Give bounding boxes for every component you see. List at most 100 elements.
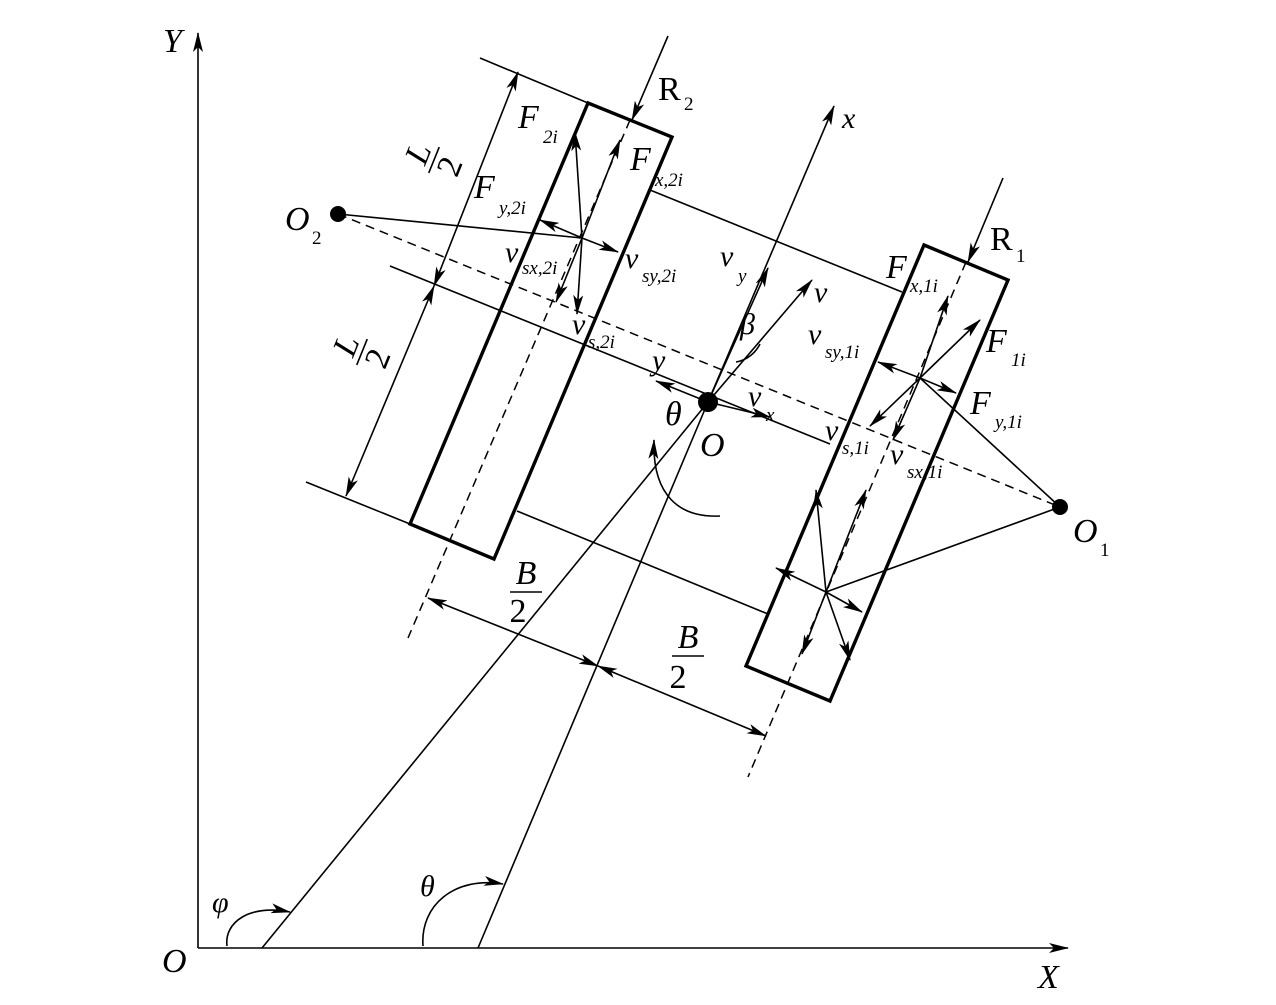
beta-arc	[735, 343, 761, 363]
theta-center-label: θ	[665, 396, 682, 433]
velocity-vx-arrow	[707, 401, 771, 418]
turn-center-o2-sub: 2	[312, 228, 322, 249]
force-fx1i-base: F	[885, 249, 908, 286]
radius-o2-to-element	[337, 213, 583, 239]
left-track-centerline	[407, 119, 631, 639]
velocity-vsy1i-sub: sy,1i	[825, 342, 859, 363]
track-rear-connector	[516, 510, 769, 615]
velocity-vs2i-arrow	[573, 237, 584, 315]
x-axis-label: X	[1036, 959, 1060, 996]
force-fy2i-sub: y,2i	[497, 198, 526, 219]
force-fy1i-sub: y,1i	[993, 412, 1022, 433]
resistance-r2-arrow	[631, 35, 669, 121]
vehicle-x-axis	[707, 105, 835, 403]
resistance-r1-base: R	[990, 221, 1013, 258]
radius-o1-to-front-element	[919, 377, 1061, 508]
turn-center-o1-base: O	[1073, 513, 1098, 550]
force-f2i-sub: 2i	[543, 127, 558, 148]
right-rear-element-vectors	[775, 489, 867, 661]
svg-text:B: B	[516, 555, 537, 592]
turn-center-o1-sub: 1	[1100, 540, 1110, 561]
svg-text:2: 2	[430, 152, 471, 182]
label-half-width-right: B 2	[670, 619, 704, 696]
force-fy2i-base: F	[473, 169, 496, 206]
turn-center-o2-base: O	[285, 201, 310, 238]
phi-ray	[261, 401, 709, 949]
dim-half-width-left	[427, 597, 599, 667]
left-element-vectors	[539, 131, 621, 315]
phi-label: φ	[212, 886, 229, 919]
theta-ray	[477, 401, 709, 949]
force-fy1i-arrow	[919, 377, 957, 394]
label-half-width-left: B 2	[510, 555, 542, 630]
velocity-v-arrow	[707, 279, 813, 403]
force-fx1i-sub: x,1i	[909, 276, 938, 297]
radius-o1-to-rear-element	[825, 506, 1061, 593]
velocity-vs1i-base: v	[825, 414, 839, 447]
velocity-vsy2i-base: v	[625, 242, 639, 275]
vehicle-x-axis-label: x	[841, 102, 856, 135]
rear-element-up-arrow	[812, 489, 827, 593]
svg-text:2: 2	[510, 593, 527, 630]
force-fx2i-arrow	[581, 139, 621, 239]
label-half-length-front: L 2	[398, 138, 471, 182]
velocity-vx-base: v	[748, 380, 762, 413]
origin-label: O	[162, 943, 187, 980]
resistance-r1-sub: 1	[1016, 246, 1026, 267]
velocity-vs2i-base: v	[572, 308, 586, 341]
label-half-length-rear: L 2	[326, 330, 399, 374]
velocity-vsy2i-arrow	[581, 237, 619, 253]
velocity-vsy2i-sub: sy,2i	[642, 266, 676, 287]
velocity-vsx2i-base: v	[505, 236, 519, 269]
theta-ground-label: θ	[420, 870, 435, 903]
velocity-vx-sub: x	[765, 405, 775, 426]
force-f2i-arrow	[571, 131, 583, 239]
right-track-outline	[743, 242, 1011, 704]
rear-element-lateral-left-arrow	[775, 567, 827, 593]
velocity-vsx2i-arrow	[555, 237, 583, 303]
velocity-vs2i-sub: s,2i	[588, 332, 615, 353]
velocity-vsx1i-base: v	[890, 438, 904, 471]
rear-element-long-arrow	[825, 489, 867, 593]
phi-arc	[226, 903, 291, 947]
svg-text:2: 2	[670, 659, 687, 696]
dim-half-length-front	[433, 71, 519, 287]
yaw-rotation-arc	[648, 439, 721, 517]
force-fx1i-arrow	[919, 295, 949, 379]
velocity-vs1i-sub: s,1i	[842, 438, 869, 459]
resistance-r1-arrow	[967, 177, 1004, 263]
force-f2i-base: F	[517, 99, 540, 136]
beta-label: β	[739, 308, 755, 341]
force-fy2i-arrow	[539, 219, 583, 239]
velocity-vsx2i-sub: sx,2i	[522, 258, 557, 279]
velocity-vsy1i-arrow	[877, 361, 921, 379]
force-fx2i-base: F	[629, 141, 652, 178]
rear-element-down-arrow	[801, 591, 827, 655]
left-track-front-extension	[479, 57, 589, 104]
force-f1i-arrow	[919, 319, 981, 379]
velocity-vsy1i-base: v	[808, 318, 822, 351]
rear-element-lateral-right-arrow	[825, 591, 863, 613]
velocity-vsx1i-sub: sx,1i	[907, 462, 942, 483]
svg-text:2: 2	[358, 344, 399, 374]
resistance-r2-base: R	[658, 71, 681, 108]
svg-text:B: B	[678, 619, 699, 656]
force-f1i-base: F	[985, 323, 1008, 360]
right-front-element-vectors	[869, 295, 981, 441]
force-fy1i-base: F	[969, 385, 992, 422]
right-track	[743, 242, 1011, 778]
velocity-v-label: v	[814, 276, 828, 309]
velocity-vs1i-arrow	[869, 377, 921, 427]
global-axes: Y X O	[162, 23, 1069, 996]
center-of-mass-dot	[698, 392, 718, 412]
force-f1i-sub: 1i	[1011, 350, 1026, 371]
y-axis-label: Y	[163, 23, 185, 60]
resistance-r2-sub: 2	[684, 94, 694, 115]
velocity-vy-base: v	[720, 240, 734, 273]
vehicle-y-axis-label: y	[649, 344, 666, 377]
track-front-connector	[649, 189, 903, 293]
dim-half-length-rear	[345, 285, 435, 497]
dim-half-width-right	[597, 665, 767, 737]
